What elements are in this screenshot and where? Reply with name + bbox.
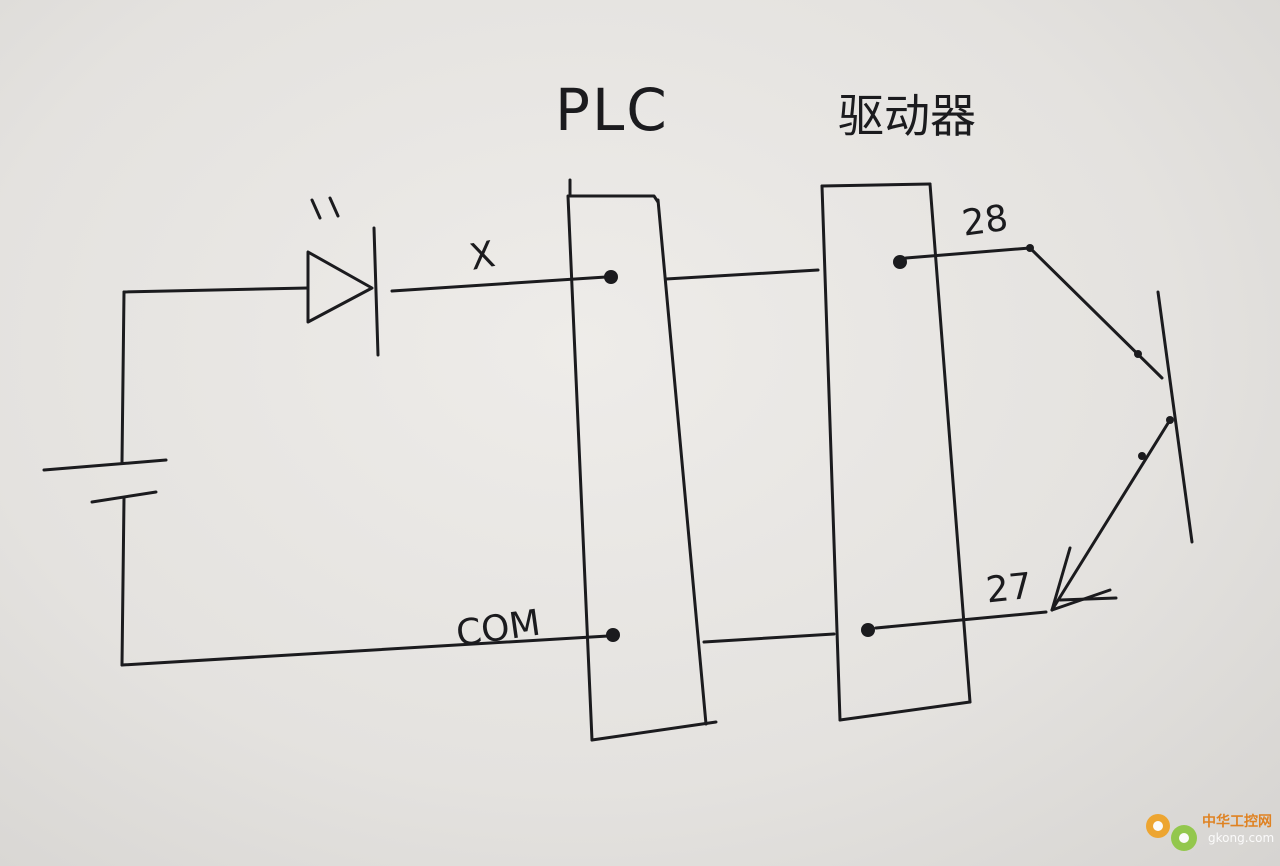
plc-terminal-com: [606, 628, 620, 642]
wire-pin-27: [874, 610, 1048, 630]
wire-plc-driver-bottom: [702, 632, 836, 644]
plc-block-bottom: [590, 720, 718, 742]
wire-to-plc-com: [120, 634, 610, 667]
diode-triangle: [306, 250, 374, 324]
driver-terminal-27: [861, 623, 875, 637]
driver-block-right: [928, 182, 972, 704]
wire-pin-28: [904, 246, 1032, 260]
plc-block-top: [568, 178, 660, 204]
driver-block-bottom: [838, 700, 972, 722]
wire-battery-top: [120, 290, 126, 464]
wire-to-plc-x: [390, 275, 608, 293]
battery-symbol: [42, 458, 168, 504]
driver-terminal-28: [893, 255, 907, 269]
diode-symbol: [306, 196, 380, 357]
label-com: COM: [454, 603, 543, 655]
diode-tick-1: [310, 198, 322, 220]
watermark-domain: gkong.com: [1208, 831, 1274, 845]
plc-terminal-x: [604, 270, 618, 284]
watermark-logo: 中华工控网 gkong.com: [1146, 813, 1274, 851]
watermark-brand: 中华工控网: [1202, 813, 1272, 830]
switch-contact: [1026, 244, 1194, 612]
contact-lower-arm: [1050, 418, 1172, 612]
driver-block-left: [820, 184, 842, 722]
label-plc: PLC: [555, 76, 669, 144]
label-pin-28: 28: [959, 198, 1010, 245]
arrow-head-tail: [1058, 596, 1118, 602]
wire-plc-driver-top: [664, 268, 820, 281]
battery-long-plate: [42, 458, 168, 472]
label-driver: 驱动器: [838, 89, 976, 143]
diode-bar: [372, 226, 380, 357]
wire-top-left: [122, 286, 310, 294]
plc-block-right: [656, 198, 708, 726]
wire-battery-bottom: [120, 496, 126, 667]
diode-tick-2: [328, 196, 340, 218]
label-pin-27: 27: [984, 566, 1034, 612]
contact-bar: [1156, 290, 1194, 544]
driver-block-top: [820, 182, 932, 188]
driver-block: [820, 182, 972, 722]
arrow-head-left: [1050, 546, 1072, 612]
plc-block-left: [566, 194, 594, 742]
contact-upper-arm: [1028, 246, 1164, 380]
plc-block: [566, 178, 718, 742]
label-x: X: [467, 234, 498, 279]
